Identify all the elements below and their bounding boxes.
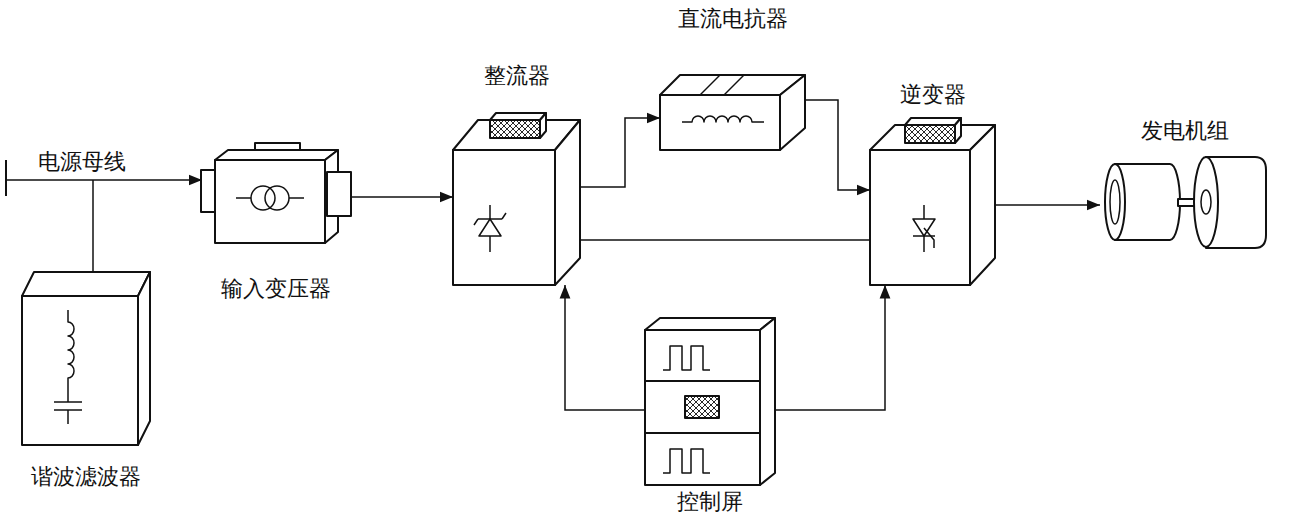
rectifier-cabinet-part (479, 219, 501, 236)
control-panel (645, 318, 775, 485)
illustration-part (6, 75, 1266, 485)
connector-arrow (805, 100, 870, 190)
connector-arrow (352, 196, 453, 198)
control-panel-part (663, 449, 710, 473)
rectifier-cabinet-part (555, 120, 580, 285)
connector-arrow (565, 285, 645, 410)
inverter-box: 逆变器 (870, 112, 995, 285)
component-label: 直流电抗器 (678, 7, 788, 31)
component-label: 控制屏 (677, 490, 743, 514)
dc-reactor-part (780, 75, 805, 150)
inverter-cabinet-part (970, 125, 995, 285)
inverter-cabinet-part (905, 118, 961, 125)
filter-cabinet-part (138, 272, 150, 445)
transformer-part (215, 150, 338, 160)
inverter-cabinet-part (924, 228, 934, 248)
rectifier-cabinet (453, 113, 580, 285)
connector-arrow (580, 118, 660, 187)
generator-set-part (1110, 180, 1120, 224)
transformer-part (327, 172, 351, 216)
inverter-cabinet-part (913, 219, 935, 236)
dc-reactor-part (660, 95, 780, 150)
power-bus-part (6, 179, 202, 181)
filter-box: 谐波滤波器 (22, 272, 150, 445)
power-bus-part (92, 180, 94, 272)
filter-cabinet (22, 272, 150, 445)
control-panel-part (685, 396, 719, 418)
connector-arrow (775, 285, 885, 410)
power-bus (6, 160, 202, 272)
transformer-box: 输入变压器 (200, 143, 352, 245)
rectifier-cabinet-part (490, 113, 546, 120)
component-label: 整流器 (484, 64, 550, 88)
inverter-cabinet (870, 118, 995, 285)
filter-cabinet-part (67, 410, 69, 424)
component-label: 谐波滤波器 (31, 465, 141, 489)
dc-reactor (660, 75, 805, 150)
filter-cabinet-part (54, 401, 82, 403)
component-label: 发电机组 (1141, 119, 1229, 143)
bus-label: 电源母线 (36, 150, 128, 174)
component-label: 输入变压器 (221, 277, 331, 301)
connector-arrow (580, 239, 870, 241)
inverter-cabinet-part (905, 125, 955, 143)
transformer-part (236, 197, 251, 199)
filter-cabinet-part (68, 310, 74, 402)
reactor-box: 直流电抗器 (660, 75, 805, 150)
transformer-part (289, 197, 304, 199)
control-panel-part (645, 330, 760, 485)
component-label: 逆变器 (900, 83, 966, 107)
rectifier-cabinet-part (490, 120, 540, 138)
transformer-part (265, 186, 289, 210)
rectifier-box: 整流器 (453, 112, 580, 285)
rectifier-cabinet-part (478, 218, 502, 220)
dc-reactor-part (724, 75, 744, 95)
inverter-cabinet-part (870, 150, 970, 285)
control-panel-part (645, 432, 760, 434)
power-bus-part (5, 160, 7, 196)
rectifier-cabinet-part (474, 213, 506, 225)
control-panel-box: 控制屏 (645, 318, 775, 485)
rectifier-cabinet-part (453, 150, 555, 285)
transformer-part (201, 170, 215, 212)
control-panel-part (645, 318, 775, 330)
generator-set (1105, 157, 1266, 248)
generator-set-part (1105, 164, 1125, 240)
control-panel-part (663, 346, 710, 370)
dc-reactor-part (682, 116, 764, 122)
generator-box: 发电机组 (1100, 155, 1270, 250)
connector-arrow (995, 204, 1100, 206)
transformer (201, 143, 351, 243)
filter-cabinet-part (22, 272, 150, 296)
generator-set-part (1194, 157, 1218, 247)
control-panel-part (760, 318, 775, 485)
generator-set-part (1201, 190, 1211, 214)
transformer-part (251, 186, 275, 210)
dc-reactor-part (700, 75, 720, 95)
transformer-part (215, 160, 325, 243)
filter-cabinet-part (22, 296, 138, 445)
inverter-cabinet-part (955, 118, 961, 143)
rectifier-cabinet-part (540, 113, 546, 138)
control-panel-part (645, 380, 760, 382)
